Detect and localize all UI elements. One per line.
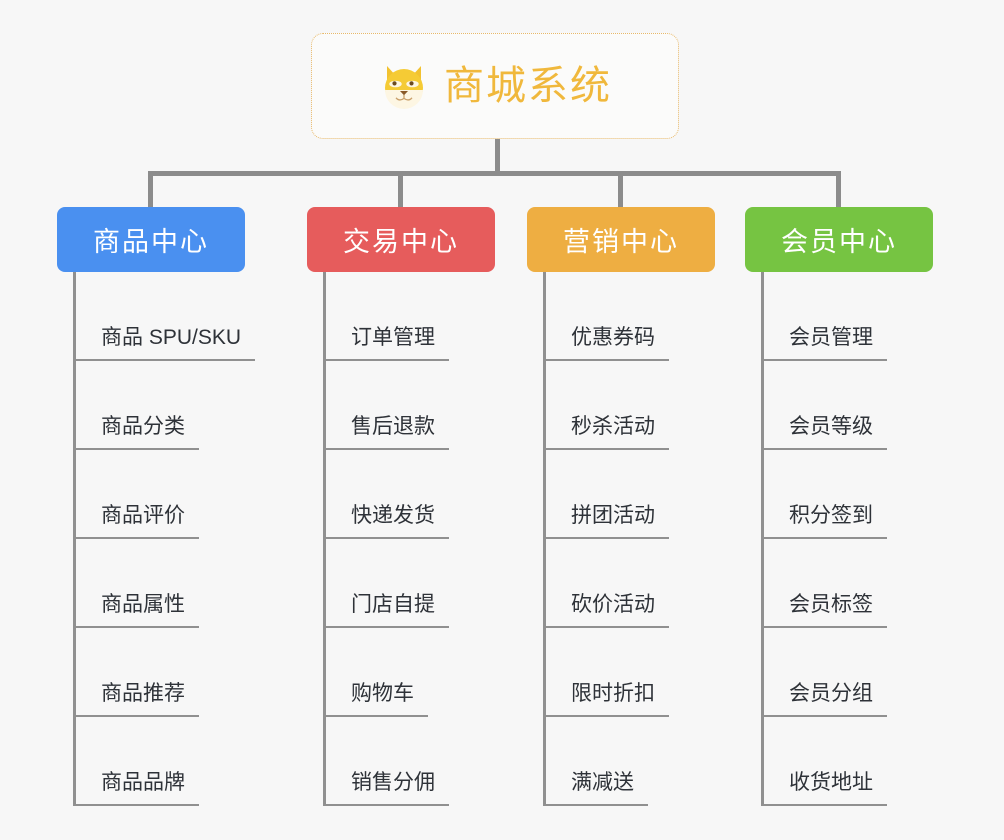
leaf-item[interactable]: 商品 SPU/SKU <box>73 272 256 361</box>
leaf-label: 优惠券码 <box>543 327 669 361</box>
leaf-rail-1 <box>73 272 76 806</box>
leaf-label: 砍价活动 <box>543 594 669 628</box>
leaf-rail-3 <box>543 272 546 806</box>
leaf-item[interactable]: 门店自提 <box>323 539 495 628</box>
leaf-item[interactable]: 订单管理 <box>323 272 495 361</box>
leaf-item[interactable]: 会员分组 <box>761 628 933 717</box>
branch-header-1[interactable]: 商品中心 <box>57 207 245 272</box>
leaf-item[interactable]: 商品品牌 <box>73 717 245 806</box>
leaf-list-3: 优惠券码 秒杀活动 拼团活动 砍价活动 限时折扣 满减送 <box>543 272 715 806</box>
root-node-mall-system[interactable]: 商城系统 <box>311 33 679 139</box>
leaf-list-4: 会员管理 会员等级 积分签到 会员标签 会员分组 收货地址 <box>761 272 933 806</box>
root-title: 商城系统 <box>444 64 612 108</box>
leaf-item[interactable]: 会员等级 <box>761 361 933 450</box>
leaf-label: 会员管理 <box>761 327 887 361</box>
leaf-label: 秒杀活动 <box>543 416 669 450</box>
branch-header-4-label: 会员中心 <box>781 227 897 257</box>
leaf-item[interactable]: 秒杀活动 <box>543 361 715 450</box>
branch-header-2[interactable]: 交易中心 <box>307 207 495 272</box>
leaf-item[interactable]: 拼团活动 <box>543 450 715 539</box>
leaf-label: 拼团活动 <box>543 505 669 539</box>
leaf-label: 收货地址 <box>761 772 887 806</box>
leaf-item[interactable]: 快递发货 <box>323 450 495 539</box>
leaf-label: 积分签到 <box>761 505 887 539</box>
leaf-item[interactable]: 购物车 <box>323 628 495 717</box>
leaf-label: 商品 SPU/SKU <box>73 327 256 361</box>
leaf-item[interactable]: 会员标签 <box>761 539 933 628</box>
leaf-label: 满减送 <box>543 772 648 806</box>
leaf-label: 商品属性 <box>73 594 199 628</box>
connector-drop-4 <box>836 171 841 209</box>
leaf-label: 商品推荐 <box>73 683 199 717</box>
leaf-label: 商品评价 <box>73 505 199 539</box>
leaf-item[interactable]: 销售分佣 <box>323 717 495 806</box>
leaf-item[interactable]: 收货地址 <box>761 717 933 806</box>
leaf-list-2: 订单管理 售后退款 快递发货 门店自提 购物车 销售分佣 <box>323 272 495 806</box>
leaf-label: 商品品牌 <box>73 772 199 806</box>
leaf-item[interactable]: 商品分类 <box>73 361 245 450</box>
leaf-label: 售后退款 <box>323 416 449 450</box>
leaf-item[interactable]: 满减送 <box>543 717 715 806</box>
leaf-label: 会员等级 <box>761 416 887 450</box>
leaf-label: 购物车 <box>323 683 428 717</box>
leaf-item[interactable]: 积分签到 <box>761 450 933 539</box>
shiba-dog-face-icon <box>378 60 430 112</box>
leaf-item[interactable]: 商品评价 <box>73 450 245 539</box>
leaf-rail-4 <box>761 272 764 806</box>
leaf-item[interactable]: 售后退款 <box>323 361 495 450</box>
leaf-item[interactable]: 限时折扣 <box>543 628 715 717</box>
leaf-label: 限时折扣 <box>543 683 669 717</box>
connector-root-stub <box>495 139 500 173</box>
connector-drop-1 <box>148 171 153 209</box>
leaf-rail-2 <box>323 272 326 806</box>
branch-header-3-label: 营销中心 <box>563 227 679 257</box>
branch-header-2-label: 交易中心 <box>343 227 459 257</box>
connector-horizontal-bus <box>148 171 840 176</box>
leaf-label: 会员分组 <box>761 683 887 717</box>
leaf-label: 商品分类 <box>73 416 199 450</box>
leaf-item[interactable]: 砍价活动 <box>543 539 715 628</box>
leaf-label: 销售分佣 <box>323 772 449 806</box>
connector-drop-2 <box>398 171 403 209</box>
leaf-label: 门店自提 <box>323 594 449 628</box>
leaf-item[interactable]: 商品推荐 <box>73 628 245 717</box>
branch-column-3: 营销中心 优惠券码 秒杀活动 拼团活动 砍价活动 限时折扣 满减送 <box>527 207 715 806</box>
branch-header-4[interactable]: 会员中心 <box>745 207 933 272</box>
branch-column-4: 会员中心 会员管理 会员等级 积分签到 会员标签 会员分组 收货地址 <box>745 207 933 806</box>
leaf-list-1: 商品 SPU/SKU 商品分类 商品评价 商品属性 商品推荐 商品品牌 <box>73 272 256 806</box>
leaf-label: 订单管理 <box>323 327 449 361</box>
leaf-label: 快递发货 <box>323 505 449 539</box>
connector-drop-3 <box>618 171 623 209</box>
branch-column-2: 交易中心 订单管理 售后退款 快递发货 门店自提 购物车 销售分佣 <box>307 207 495 806</box>
leaf-item[interactable]: 商品属性 <box>73 539 245 628</box>
branch-column-1: 商品中心 商品 SPU/SKU 商品分类 商品评价 商品属性 商品推荐 商品品牌 <box>57 207 256 806</box>
branch-header-3[interactable]: 营销中心 <box>527 207 715 272</box>
branch-header-1-label: 商品中心 <box>93 227 209 257</box>
leaf-item[interactable]: 优惠券码 <box>543 272 715 361</box>
leaf-label: 会员标签 <box>761 594 887 628</box>
leaf-item[interactable]: 会员管理 <box>761 272 933 361</box>
